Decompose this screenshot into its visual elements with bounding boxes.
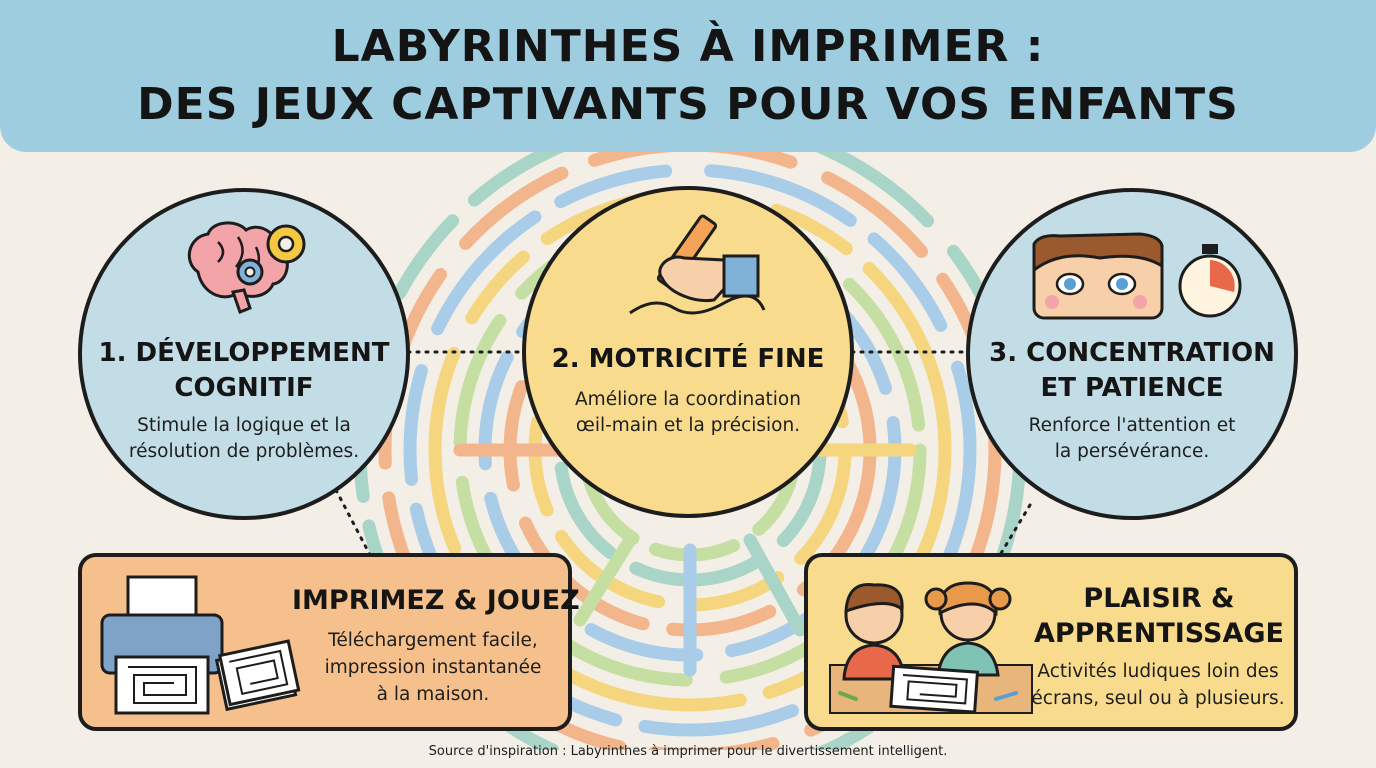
- fun-box-title-line-1: PLAISIR &: [1083, 583, 1235, 614]
- benefit-circle-motor-skills: 2. MOTRICITÉ FINE Améliore la coordinati…: [522, 186, 854, 518]
- benefit-desc-line-1: Stimule la logique et la: [137, 415, 351, 436]
- print-box-desc-line-1: Téléchargement facile,: [328, 630, 538, 651]
- header-banner: LABYRINTHES À IMPRIMER : DES JEUX CAPTIV…: [0, 0, 1376, 152]
- fun-learning-box: PLAISIR & APPRENTISSAGE Activités ludiqu…: [804, 553, 1298, 731]
- children-maze-icon: [829, 581, 1033, 714]
- benefit-desc-line-2: la persévérance.: [1054, 441, 1210, 462]
- print-box-desc-line-3: à la maison.: [376, 684, 490, 705]
- benefit-title-line-2: COGNITIF: [174, 373, 314, 403]
- print-box-title: IMPRIMEZ & JOUEZ: [292, 585, 580, 616]
- benefit-title-line-1: 2. MOTRICITÉ FINE: [551, 344, 825, 374]
- benefit-desc-line-1: Renforce l'attention et: [1028, 415, 1236, 436]
- fun-box-title-line-2: APPRENTISSAGE: [1034, 618, 1284, 649]
- source-caption: Source d'inspiration : Labyrinthes à imp…: [428, 744, 948, 759]
- benefit-title-line-2: ET PATIENCE: [1040, 373, 1224, 403]
- benefit-desc-line-2: résolution de problèmes.: [128, 441, 360, 462]
- benefit-desc-line-1: Améliore la coordination: [575, 389, 801, 410]
- hand-pencil-icon: [629, 214, 766, 315]
- benefit-title-line-1: 3. CONCENTRATION: [989, 338, 1275, 368]
- benefit-desc-line-2: œil-main et la précision.: [575, 415, 801, 436]
- benefit-circle-concentration: 3. CONCENTRATION ET PATIENCE Renforce l'…: [966, 188, 1298, 520]
- fun-box-desc-line-1: Activités ludiques loin des: [1037, 661, 1279, 682]
- print-box-desc-line-2: impression instantanée: [324, 657, 542, 678]
- page-title-line-2: DES JEUX CAPTIVANTS POUR VOS ENFANTS: [137, 79, 1239, 130]
- page-title-line-1: LABYRINTHES À IMPRIMER :: [331, 21, 1045, 72]
- brain-gears-icon: [187, 221, 306, 314]
- face-stopwatch-icon: [1032, 232, 1242, 320]
- fun-box-desc-line-2: écrans, seul ou à plusieurs.: [1031, 688, 1285, 709]
- print-and-play-box: IMPRIMEZ & JOUEZ Téléchargement facile, …: [78, 553, 580, 731]
- printer-maze-icon: [100, 575, 301, 715]
- benefit-title-line-1: 1. DÉVELOPPEMENT: [98, 338, 390, 368]
- benefit-circle-cognitive: 1. DÉVELOPPEMENT COGNITIF Stimule la log…: [78, 188, 410, 520]
